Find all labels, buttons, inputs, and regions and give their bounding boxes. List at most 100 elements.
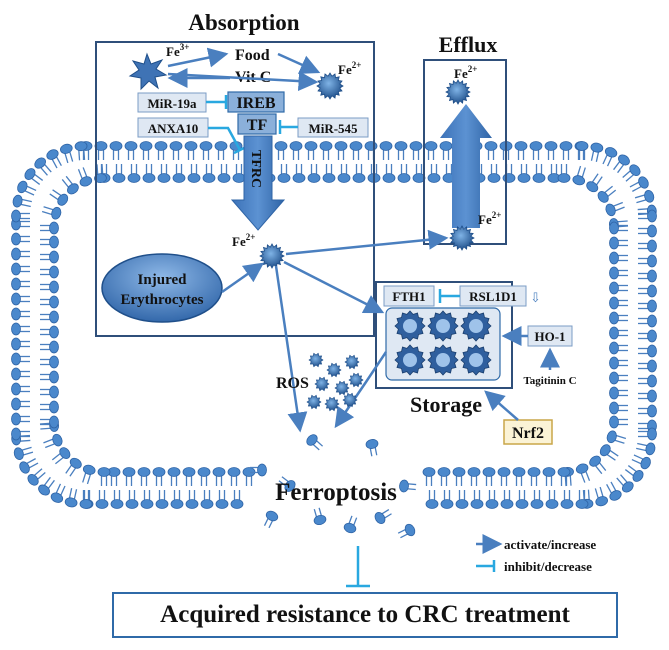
phospholipid-icon xyxy=(170,490,184,509)
phospholipid-icon xyxy=(424,141,438,160)
ireb-label: IREB xyxy=(236,95,275,112)
phospholipid-icon xyxy=(61,175,79,195)
anxa10-label: ANXA10 xyxy=(148,121,199,136)
tagitinin-label: Tagitinin C xyxy=(523,375,576,387)
phospholipid-icon xyxy=(200,490,214,509)
fe2-intracellular-label: Fe2+ xyxy=(232,232,255,249)
phospholipid-icon xyxy=(11,412,30,426)
phospholipid-icon xyxy=(263,510,279,529)
phospholipid-icon xyxy=(575,141,589,160)
nrf2-label: Nrf2 xyxy=(512,425,544,442)
phospholipid-icon xyxy=(609,401,628,415)
erythrocytes-line2: Erythrocytes xyxy=(120,292,203,308)
phospholipid-icon xyxy=(544,141,558,160)
phospholipid-icon xyxy=(278,476,296,492)
phospholipid-icon xyxy=(379,141,393,160)
phospholipid-icon xyxy=(40,310,59,324)
phospholipid-icon xyxy=(606,430,627,444)
phospholipid-icon xyxy=(532,164,546,183)
phospholipid-icon xyxy=(11,292,30,306)
phospholipid-icon xyxy=(427,164,441,183)
phospholipid-icon xyxy=(374,508,392,525)
phospholipid-icon xyxy=(455,490,469,509)
phospholipid-icon xyxy=(439,141,453,160)
phospholipid-icon xyxy=(638,344,657,358)
phospholipid-icon xyxy=(575,490,589,509)
phospholipid-icon xyxy=(590,142,604,162)
phospholipid-icon xyxy=(514,141,528,160)
phospholipid-icon xyxy=(11,322,30,336)
phospholipid-icon xyxy=(110,490,124,509)
nrf2-to-storage-arrow xyxy=(484,390,519,421)
phospholipid-icon xyxy=(217,164,231,183)
phospholipid-icon xyxy=(638,299,657,313)
phospholipid-icon xyxy=(94,163,107,184)
phospholipid-icon xyxy=(41,206,62,220)
phospholipid-icon xyxy=(409,141,423,160)
phospholipid-icon xyxy=(638,427,657,441)
absorption-title: Absorption xyxy=(188,10,299,35)
fe2-efflux-bottom-label: Fe2+ xyxy=(478,210,501,227)
phospholipid-icon xyxy=(11,232,30,246)
phospholipid-icon xyxy=(470,490,484,509)
efflux-big-arrow xyxy=(440,104,492,228)
ros-particle-icon xyxy=(334,380,350,396)
phospholipid-icon xyxy=(589,455,607,475)
phospholipid-icon xyxy=(638,209,657,223)
phospholipid-icon xyxy=(109,141,123,160)
phospholipid-icon xyxy=(250,463,267,477)
phospholipid-icon xyxy=(152,467,166,486)
phospholipid-icon xyxy=(40,221,59,235)
rsl1d1-label: RSL1D1 xyxy=(469,289,517,304)
tf-label: TF xyxy=(247,117,268,134)
phospholipid-icon xyxy=(184,141,198,160)
phospholipid-icon xyxy=(609,311,628,325)
phospholipid-icon xyxy=(11,427,30,441)
phospholipid-icon xyxy=(622,164,641,182)
phospholipid-icon xyxy=(609,415,628,429)
phospholipid-icon xyxy=(631,454,651,470)
phospholipid-icon xyxy=(609,266,628,280)
phospholipid-icon xyxy=(364,141,378,160)
phospholipid-icon xyxy=(11,247,30,261)
ferritin-icon xyxy=(427,344,459,376)
ferritin-icon xyxy=(460,310,492,342)
phospholipid-icon xyxy=(112,164,126,183)
phospholipid-icon xyxy=(97,467,111,486)
phospholipid-icon xyxy=(502,164,516,183)
ros-particle-icon xyxy=(324,396,340,412)
phospholipid-icon xyxy=(638,284,657,298)
phospholipid-icon xyxy=(154,141,168,160)
phospholipid-icon xyxy=(139,141,153,160)
phospholipid-icon xyxy=(609,371,628,385)
phospholipid-icon xyxy=(638,239,657,253)
phospholipid-icon xyxy=(60,143,74,164)
phospholipid-icon xyxy=(169,141,183,160)
phospholipid-icon xyxy=(167,467,181,486)
phospholipid-icon xyxy=(586,173,603,193)
phospholipid-icon xyxy=(11,367,30,381)
phospholipid-icon xyxy=(292,164,306,183)
phospholipid-icon xyxy=(142,164,156,183)
fth1-label: FTH1 xyxy=(392,289,425,304)
phospholipid-icon xyxy=(500,490,514,509)
phospholipid-icon xyxy=(337,164,351,183)
phospholipid-icon xyxy=(40,415,59,429)
phospholipid-icon xyxy=(609,356,628,370)
phospholipid-icon xyxy=(484,141,498,160)
phospholipid-icon xyxy=(77,167,93,187)
food-to-fe2-arrow xyxy=(277,52,321,74)
ferritin-iron-stores xyxy=(394,310,492,376)
rsl1d1-down-icon: ⇩ xyxy=(530,290,541,305)
phospholipid-icon xyxy=(122,467,136,486)
phospholipid-icon xyxy=(575,463,591,483)
phospholipid-icon xyxy=(638,314,657,328)
ros-particle-icon xyxy=(306,394,322,410)
legend-inhibit-label: inhibit/decrease xyxy=(504,559,592,574)
food-label: Food xyxy=(235,47,270,64)
nrf2-box xyxy=(503,419,553,445)
phospholipid-icon xyxy=(599,444,619,461)
mir545-label: MiR-545 xyxy=(308,121,358,136)
phospholipid-icon xyxy=(227,467,241,486)
phospholipid-icon xyxy=(124,141,138,160)
